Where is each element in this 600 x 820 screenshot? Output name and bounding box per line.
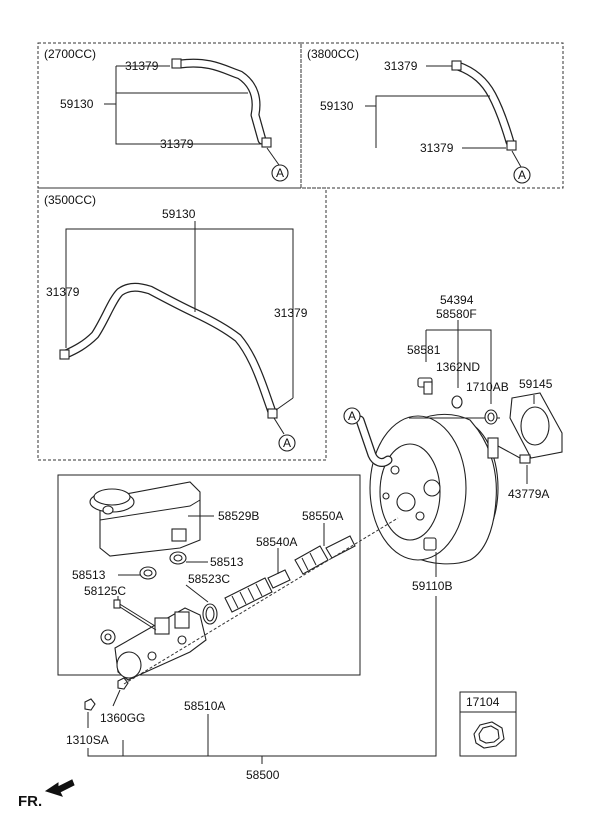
leader-1710ab	[458, 329, 492, 404]
connector-a-3500-label: A	[283, 436, 291, 450]
leader-3500-right	[275, 397, 294, 411]
leader-3800-bracket	[375, 95, 490, 148]
section-3800cc-title: (3800CC)	[307, 47, 359, 61]
leader-2700-bracket	[115, 66, 262, 145]
label-58550a: 58550A	[302, 509, 343, 523]
cap-58529b-fitting	[100, 629, 116, 645]
clamp-31379-3800-top	[451, 60, 462, 71]
section-3800cc-box	[300, 42, 564, 189]
label-54394: 54394	[440, 293, 474, 307]
leader-58523c	[185, 584, 209, 603]
label-1360gg: 1360GG	[100, 711, 145, 725]
master-cylinder-body	[114, 607, 207, 681]
leader-1360gg	[112, 689, 121, 707]
label-59130-3800: 59130	[320, 99, 354, 113]
leader-2700-a	[266, 147, 280, 166]
label-58580f: 58580F	[436, 307, 477, 321]
gasket-59145	[509, 392, 563, 459]
ring-17104	[473, 721, 505, 749]
clamp-31379-3500-right	[267, 408, 278, 419]
label-59145: 59145	[519, 377, 553, 391]
hose-3500cc	[59, 282, 278, 419]
front-arrow-icon	[44, 779, 75, 797]
grommets-58513	[139, 551, 187, 580]
label-17104: 17104	[466, 695, 500, 709]
label-58513-left: 58513	[72, 568, 106, 582]
label-31379-2700-top: 31379	[125, 59, 159, 73]
label-58510a: 58510A	[184, 699, 225, 713]
oring-58523c	[202, 603, 218, 625]
label-58540a: 58540A	[256, 535, 297, 549]
connector-a-booster-label: A	[348, 409, 356, 423]
bolt-58125c	[113, 599, 157, 631]
label-1710ab: 1710AB	[466, 380, 509, 394]
hose-2700cc	[171, 58, 272, 148]
leader-3800-a	[511, 150, 522, 168]
label-31379-3800-bottom: 31379	[420, 141, 454, 155]
seal-1710ab	[484, 409, 498, 425]
nut-1360gg	[117, 677, 129, 690]
label-1310sa: 1310SA	[66, 733, 109, 747]
brake-booster	[369, 413, 500, 565]
label-1362nd: 1362ND	[436, 360, 480, 374]
clamp-31379-top	[171, 58, 182, 69]
clamp-31379-3800-bottom	[506, 140, 517, 151]
connector-a-booster	[343, 407, 361, 425]
section-3500cc-title: (3500CC)	[44, 193, 96, 207]
connector-a-3800	[513, 166, 531, 184]
nut-1310sa	[84, 698, 96, 711]
label-31379-3500-left: 31379	[46, 285, 80, 299]
label-59110b: 59110B	[412, 579, 452, 593]
label-59130-3500: 59130	[162, 207, 196, 221]
grommet-1362nd	[451, 395, 463, 409]
label-31379-2700-bottom: 31379	[160, 137, 194, 151]
leader-3500-a	[273, 417, 285, 435]
label-43779a: 43779A	[508, 487, 549, 501]
label-58523c: 58523C	[188, 572, 230, 586]
label-31379-3500-right: 31379	[274, 306, 308, 320]
label-58513-right: 58513	[210, 555, 244, 569]
vacuum-fitting	[355, 415, 393, 467]
master-cylinder-box	[57, 474, 361, 676]
front-direction-label: FR.	[18, 793, 42, 810]
label-58125c: 58125C	[84, 584, 126, 598]
label-59130-2700: 59130	[60, 97, 94, 111]
clamp-31379-bottom	[261, 137, 272, 148]
section-2700cc-title: (2700CC)	[44, 47, 96, 61]
leader-3500-bracket	[65, 228, 294, 398]
section-2700cc-box	[37, 42, 302, 189]
connector-a-2700-label: A	[276, 166, 284, 180]
clamp-31379-3500-left	[59, 349, 70, 360]
connector-a-3500	[278, 434, 296, 452]
check-valve-58581	[417, 377, 433, 395]
reservoir	[89, 481, 201, 557]
label-58529b: 58529B	[218, 509, 259, 523]
label-58500: 58500	[246, 768, 280, 782]
connector-a-3800-label: A	[518, 168, 526, 182]
alignment-line	[123, 517, 399, 685]
label-58581: 58581	[407, 343, 441, 357]
bracket-43779a	[487, 437, 531, 464]
label-31379-3800-top: 31379	[384, 59, 418, 73]
piston-58550a	[294, 535, 356, 575]
connector-a-2700	[271, 164, 289, 182]
hose-3800cc	[451, 60, 517, 151]
piston-58540a	[224, 569, 291, 613]
part-17104-box	[459, 691, 517, 757]
